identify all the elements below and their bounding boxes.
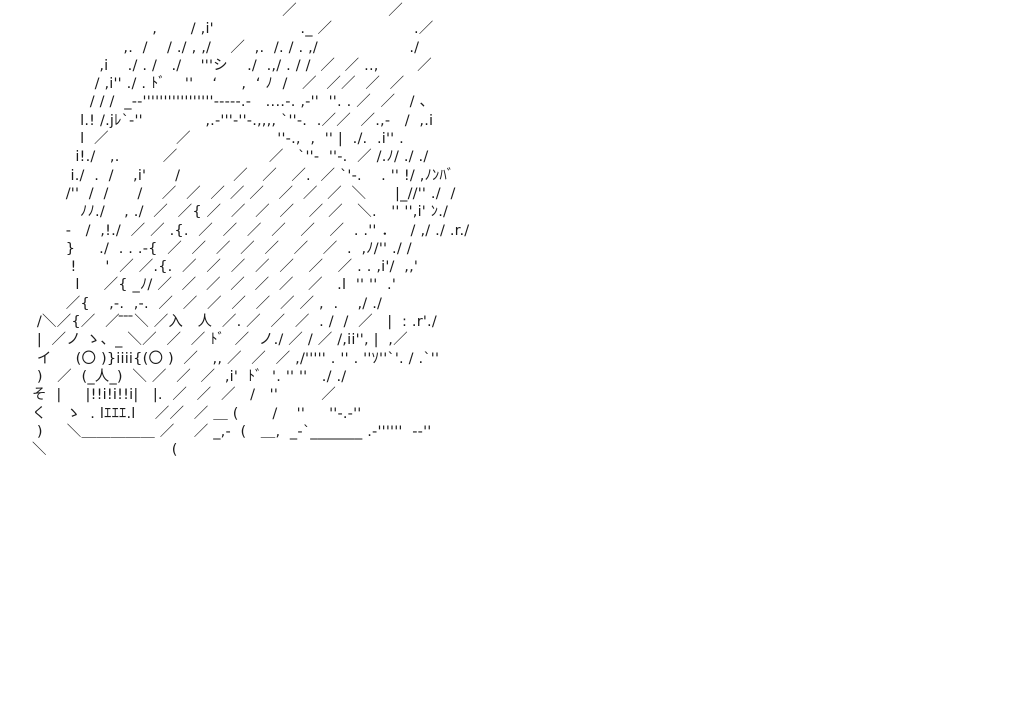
ascii-art-text: ／ ／ , / ,i' ._ ／ .／ ,. / / ./ , ,/ ／ ,. … (32, 3, 470, 459)
